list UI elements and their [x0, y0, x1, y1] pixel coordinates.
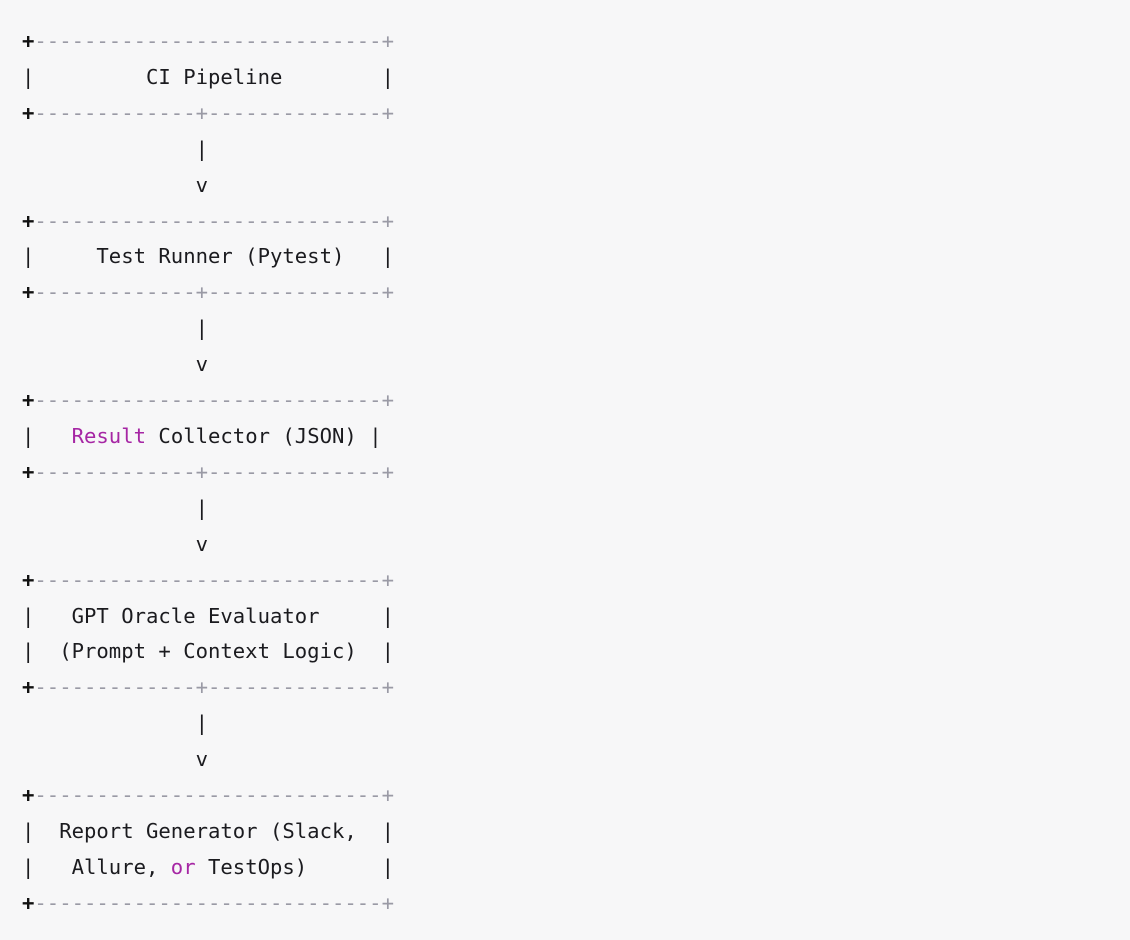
ascii-art-diagram: +----------------------------+ | CI Pipe… — [22, 24, 1130, 922]
ascii-line-border-top: +----------------------------+ — [22, 209, 394, 233]
ascii-line-connector: | — [22, 496, 208, 520]
ascii-line-border-bottom: +-------------+--------------+ — [22, 280, 394, 304]
ascii-token-dash: + — [381, 208, 394, 233]
ascii-token-text: Test Runner (Pytest) — [34, 244, 382, 269]
ascii-token-dash: + — [195, 459, 208, 484]
ascii-token-dash: -------------- — [208, 280, 382, 305]
ascii-token-pipe: | — [381, 64, 394, 89]
ascii-line-border-bottom: +-------------+--------------+ — [22, 675, 394, 699]
ascii-token-dash: ---------------------------- — [34, 208, 382, 233]
ascii-line-box-text: | GPT Oracle Evaluator | — [22, 604, 394, 628]
ascii-token-pipe: | — [369, 423, 382, 448]
ascii-token-dash: ---------------------------- — [34, 567, 382, 592]
ascii-token-dash: + — [381, 890, 394, 915]
ascii-token-pipe: | — [22, 603, 35, 628]
ascii-line-connector: | — [22, 137, 208, 161]
ascii-token-arrow: v — [22, 172, 208, 197]
ascii-line-connector: | — [22, 316, 208, 340]
ascii-line-box-text: | Result Collector (JSON) | — [22, 424, 382, 448]
ascii-line-border-bottom: +----------------------------+ — [22, 891, 394, 915]
ascii-line-border-top: +----------------------------+ — [22, 783, 394, 807]
ascii-token-pipe: | — [22, 639, 35, 664]
ascii-token-text: CI Pipeline — [34, 64, 382, 89]
ascii-line-connector: | — [22, 711, 208, 735]
ascii-token-arrow: | — [22, 136, 208, 161]
ascii-line-connector: v — [22, 532, 208, 556]
ascii-token-arrow: v — [22, 352, 208, 377]
ascii-line-connector: v — [22, 747, 208, 771]
ascii-token-text: GPT Oracle Evaluator — [34, 603, 382, 628]
ascii-line-border-top: +----------------------------+ — [22, 568, 394, 592]
ascii-token-plus: + — [22, 567, 35, 592]
ascii-token-pipe: | — [22, 854, 35, 879]
ascii-token-text: (Prompt + Context Logic) — [34, 639, 382, 664]
ascii-token-dash: ------------- — [34, 100, 196, 125]
ascii-token-arrow: | — [22, 495, 208, 520]
ascii-token-text: Collector (JSON) — [146, 423, 370, 448]
ascii-token-dash: + — [381, 388, 394, 413]
ascii-token-text — [34, 424, 71, 448]
ascii-token-pipe: | — [22, 64, 35, 89]
ascii-token-dash: ---------------------------- — [34, 890, 382, 915]
ascii-line-border-top: +----------------------------+ — [22, 388, 394, 412]
ascii-token-dash: -------------- — [208, 459, 382, 484]
ascii-token-dash: ---------------------------- — [34, 29, 382, 53]
ascii-token-plus: + — [22, 29, 35, 53]
ascii-token-dash: + — [195, 675, 208, 700]
ascii-token-pipe: | — [381, 854, 394, 879]
ascii-line-connector: v — [22, 352, 208, 376]
ascii-token-dash: ------------- — [34, 675, 196, 700]
ascii-token-pipe: | — [381, 603, 394, 628]
ascii-token-dash: + — [195, 280, 208, 305]
ascii-token-dash: + — [381, 29, 394, 53]
ascii-line-border-bottom: +-------------+--------------+ — [22, 101, 394, 125]
ascii-token-dash: ------------- — [34, 280, 196, 305]
ascii-token-kw: Result — [71, 423, 147, 448]
ascii-token-pipe: | — [381, 818, 394, 843]
ascii-line-box-text: | CI Pipeline | — [22, 65, 394, 89]
ascii-token-plus: + — [22, 675, 35, 700]
ascii-line-box-text: | Report Generator (Slack, | — [22, 819, 394, 843]
ascii-token-arrow: v — [22, 747, 208, 772]
ascii-token-text: Report Generator (Slack, — [34, 818, 382, 843]
ascii-token-dash: ---------------------------- — [34, 388, 382, 413]
ascii-line-box-text: | Test Runner (Pytest) | — [22, 244, 394, 268]
ascii-token-kw: or — [170, 854, 196, 879]
ascii-token-arrow: v — [22, 531, 208, 556]
ascii-token-dash: + — [195, 100, 208, 125]
ascii-token-dash: + — [381, 675, 394, 700]
ascii-token-plus: + — [22, 100, 35, 125]
ascii-token-dash: + — [381, 459, 394, 484]
ascii-token-dash: + — [381, 567, 394, 592]
ascii-line-connector: v — [22, 173, 208, 197]
ascii-token-plus: + — [22, 783, 35, 808]
ascii-token-dash: ------------- — [34, 459, 196, 484]
ascii-line-border-bottom: +-------------+--------------+ — [22, 460, 394, 484]
ascii-token-pipe: | — [381, 639, 394, 664]
ascii-token-dash: + — [381, 783, 394, 808]
ascii-token-text: Allure, — [34, 854, 171, 879]
ascii-token-arrow: | — [22, 316, 208, 341]
ascii-line-box-text: | (Prompt + Context Logic) | — [22, 639, 394, 663]
ascii-token-plus: + — [22, 890, 35, 915]
ascii-token-dash: ---------------------------- — [34, 783, 382, 808]
ascii-token-pipe: | — [22, 244, 35, 269]
ascii-token-arrow: | — [22, 711, 208, 736]
ascii-token-plus: + — [22, 459, 35, 484]
ascii-line-box-text: | Allure, or TestOps) | — [22, 855, 394, 879]
ascii-line-border-top: +----------------------------+ — [22, 29, 394, 53]
ascii-token-pipe: | — [381, 244, 394, 269]
ascii-token-text: TestOps) — [195, 854, 382, 879]
ascii-token-dash: + — [381, 100, 394, 125]
ascii-token-dash: -------------- — [208, 100, 382, 125]
ascii-token-plus: + — [22, 208, 35, 233]
ascii-token-plus: + — [22, 280, 35, 305]
ascii-token-plus: + — [22, 388, 35, 413]
ascii-token-pipe: | — [22, 423, 35, 448]
ascii-token-dash: + — [381, 280, 394, 305]
ascii-token-pipe: | — [22, 818, 35, 843]
ascii-token-dash: -------------- — [208, 675, 382, 700]
